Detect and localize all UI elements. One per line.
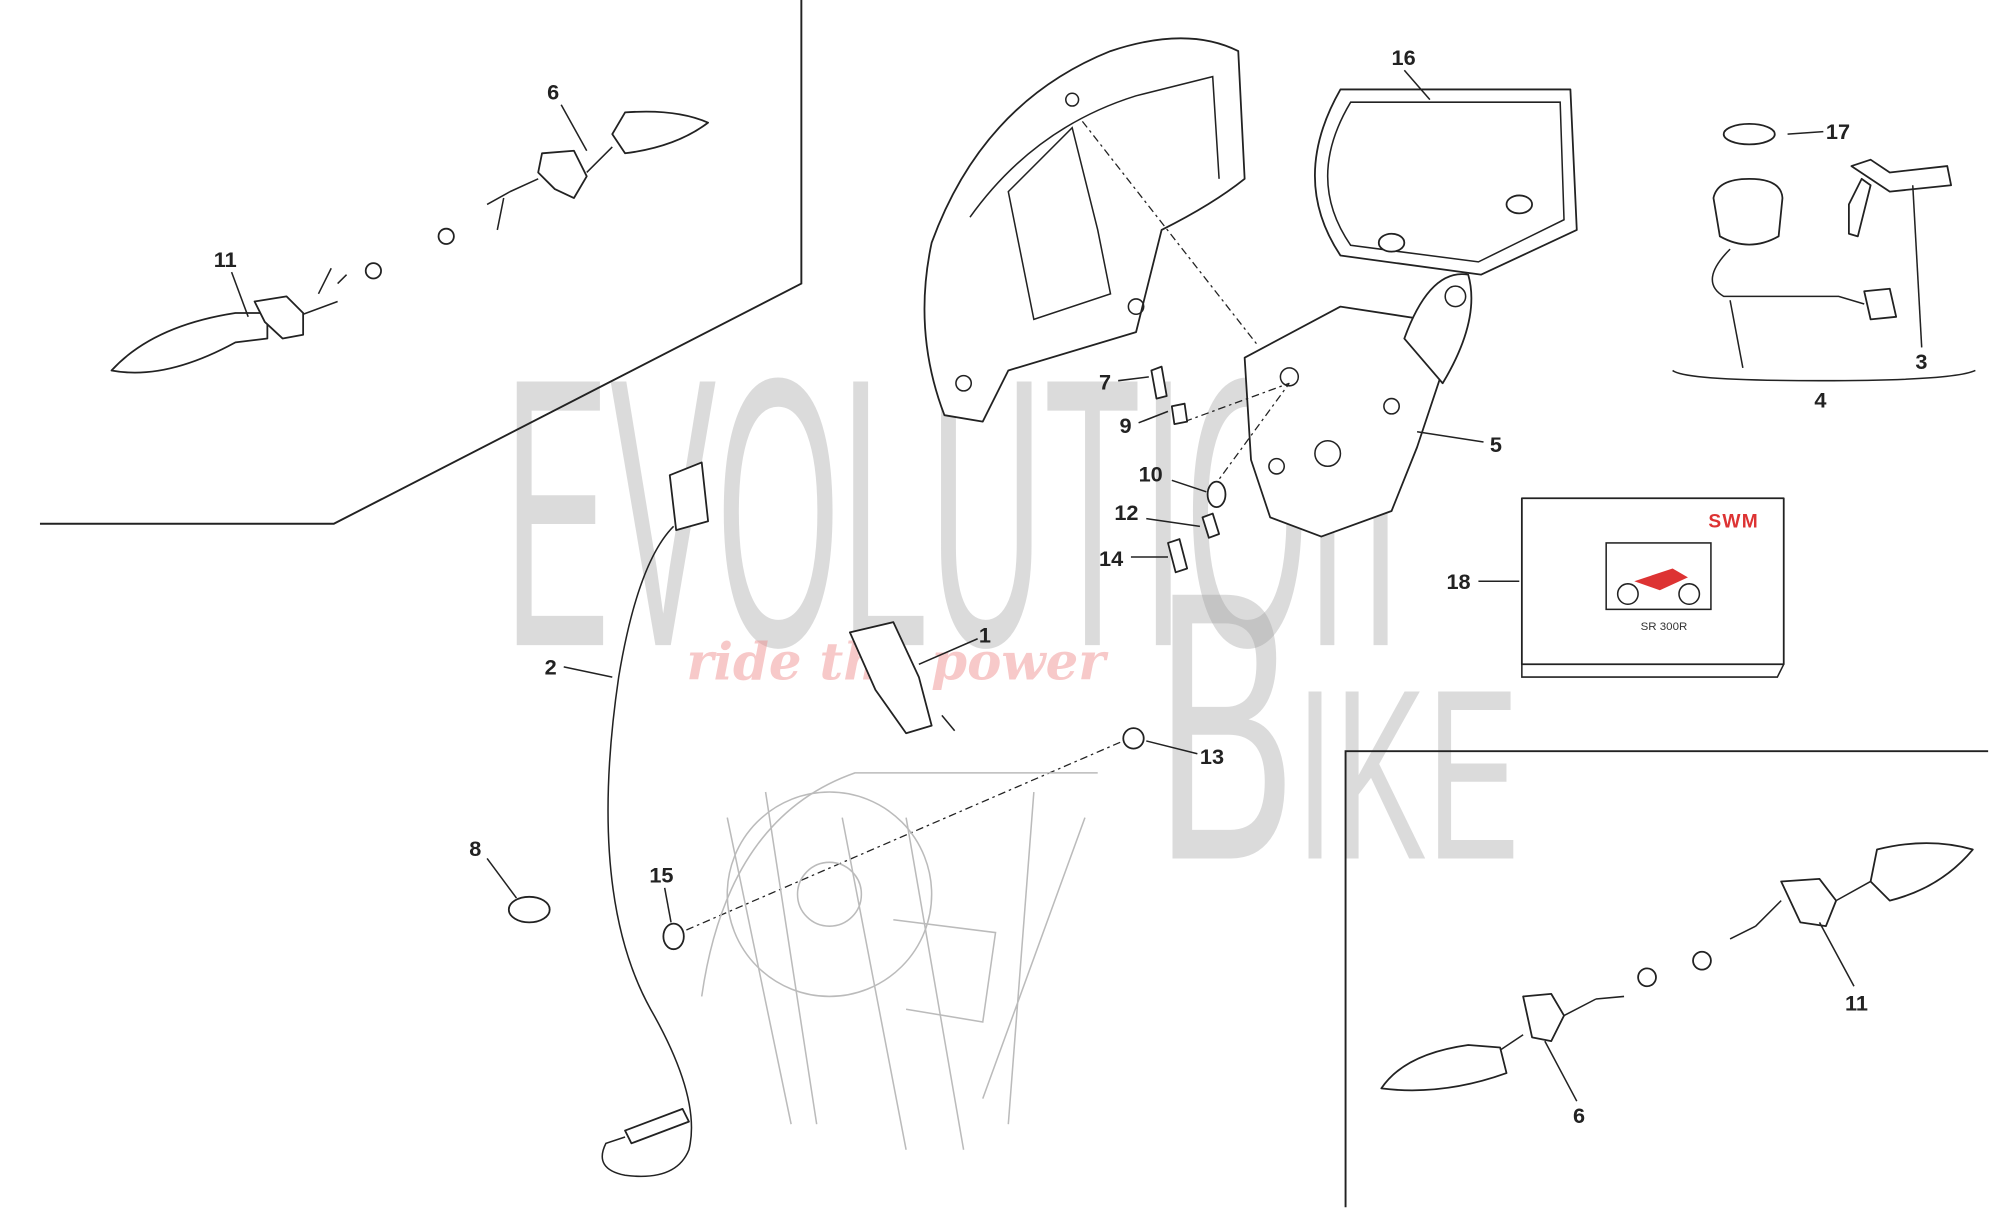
ignition-switch-kit bbox=[1672, 123, 1976, 382]
callout-3: 3 bbox=[1915, 349, 1927, 374]
circlip bbox=[1122, 727, 1145, 750]
callout-18: 18 bbox=[1446, 569, 1470, 594]
callout-12: 12 bbox=[1114, 500, 1138, 525]
turn-signal-bottom-right bbox=[1380, 842, 1974, 1092]
callout-11-bottom: 11 bbox=[1845, 990, 1868, 1015]
instrument-bracket bbox=[1184, 273, 1473, 538]
grommet bbox=[662, 922, 685, 951]
instrument-lens-gasket bbox=[1314, 88, 1578, 276]
callout-17: 17 bbox=[1826, 119, 1850, 144]
callout-16: 16 bbox=[1392, 45, 1416, 70]
callout-8: 8 bbox=[469, 836, 481, 861]
callout-14: 14 bbox=[1099, 546, 1123, 571]
callout-9: 9 bbox=[1119, 413, 1131, 438]
callout-2: 2 bbox=[545, 655, 557, 680]
cable-clamp bbox=[507, 895, 551, 924]
callouts: 16 17 3 4 6 11 7 9 5 10 12 14 18 1 2 13 … bbox=[214, 45, 1928, 1128]
manual-photo bbox=[1605, 542, 1712, 611]
callout-15: 15 bbox=[649, 863, 673, 888]
frame-bottom-right bbox=[1344, 750, 1989, 1208]
callout-6-top: 6 bbox=[547, 80, 559, 105]
callout-4: 4 bbox=[1814, 388, 1826, 413]
callout-13: 13 bbox=[1200, 744, 1224, 769]
wiring-harness bbox=[601, 461, 709, 1178]
watermark-word2: B bbox=[1155, 512, 1296, 940]
callout-6-bottom: 6 bbox=[1573, 1103, 1585, 1128]
watermark-word3: IKE bbox=[1296, 639, 1520, 910]
manual-brand: SWM bbox=[1708, 512, 1759, 533]
headlight-mask bbox=[923, 37, 1258, 423]
callout-1: 1 bbox=[979, 623, 991, 648]
callout-11-top: 11 bbox=[214, 247, 237, 272]
front-wheel-reference bbox=[700, 772, 1098, 1150]
turn-signal-top-left bbox=[110, 110, 709, 374]
callout-7: 7 bbox=[1099, 370, 1111, 395]
callout-5: 5 bbox=[1490, 432, 1502, 457]
frame-top-left bbox=[39, 0, 803, 525]
manual-model: SR 300R bbox=[1641, 621, 1688, 633]
assembly-line bbox=[686, 740, 1124, 931]
callout-10: 10 bbox=[1139, 462, 1163, 487]
flasher-relay bbox=[849, 621, 956, 735]
fasteners bbox=[1150, 365, 1227, 574]
leader-lines bbox=[230, 69, 1923, 1102]
owners-manual: SWM SR 300R bbox=[1520, 497, 1785, 678]
